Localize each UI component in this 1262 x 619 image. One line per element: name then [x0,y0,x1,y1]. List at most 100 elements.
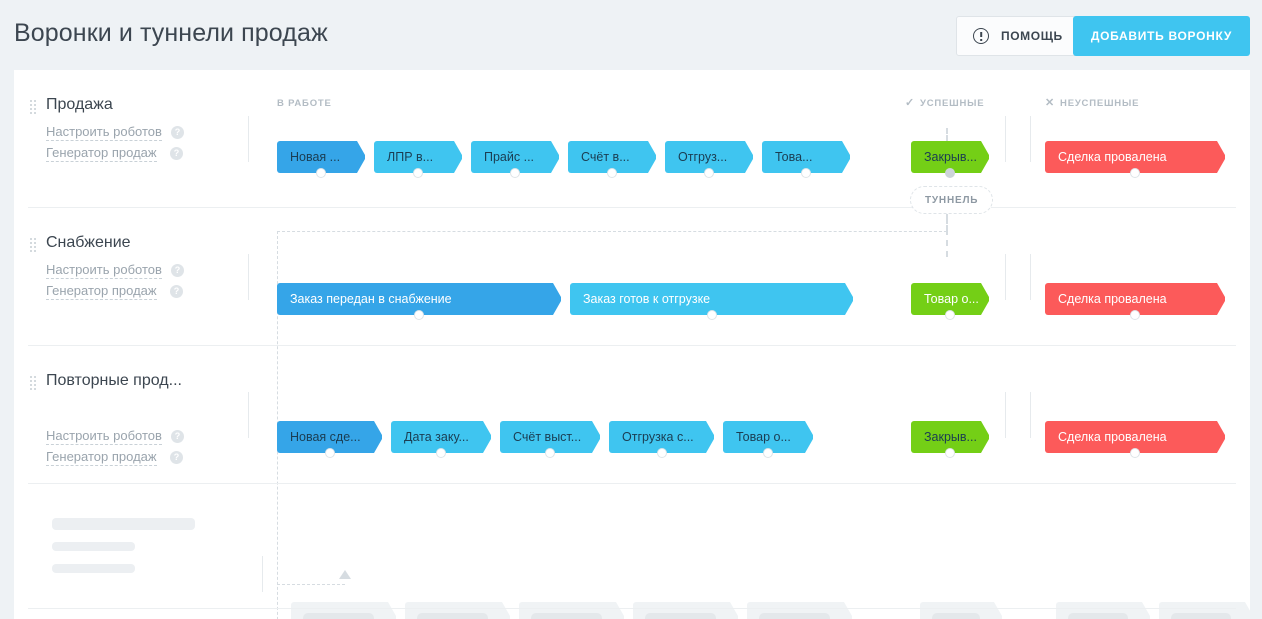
stage-connector-dot[interactable] [316,168,326,178]
stage-body [500,421,589,453]
skeleton-stage-bar [1171,613,1231,619]
stage-chip[interactable]: Заказ готов к отгрузке [570,283,853,320]
link-generator[interactable]: Генератор продаж [46,283,157,300]
drag-handle-icon[interactable] [30,100,37,114]
stage-label: Счёт выст... [513,430,582,444]
drag-handle-icon[interactable] [30,376,37,390]
skeleton-stage-bar [417,613,488,619]
stage-label: ЛПР в... [387,150,434,164]
skeleton-stage-chip [1159,602,1250,619]
question-mark-icon[interactable]: ? [170,285,183,298]
cross-icon: ✕ [1045,97,1056,109]
stage-connector-dot[interactable] [545,448,555,458]
stage-label: Закрыв... [924,150,977,164]
link-robots[interactable]: Настроить роботов [46,262,162,279]
skeleton-text-bar [52,542,135,551]
stage-connector-dot[interactable] [1130,168,1140,178]
add-funnel-button[interactable]: ДОБАВИТЬ ВОРОНКУ [1072,16,1250,56]
tunnel-path-horizontal [277,231,947,232]
stage-body [277,283,550,315]
stage-chip[interactable]: Новая ... [277,141,365,178]
stage-label: Новая сде... [290,430,361,444]
stage-label: Закрыв... [924,430,977,444]
stage-chip[interactable]: Сделка провалена [1045,421,1225,458]
question-mark-icon[interactable]: ? [171,264,184,277]
funnel-title[interactable]: Снабжение [46,234,131,251]
stage-chip[interactable]: Сделка провалена [1045,141,1225,178]
add-funnel-button-label: ДОБАВИТЬ ВОРОНКУ [1090,29,1232,43]
column-divider [248,254,249,300]
stage-connector-dot[interactable] [607,168,617,178]
stage-connector-dot[interactable] [656,448,667,458]
stage-connector-dot[interactable] [1130,448,1140,458]
stage-connector-dot[interactable] [704,168,714,178]
stage-connector-dot[interactable] [1130,310,1140,320]
stage-chip[interactable]: Дата заку... [391,421,491,458]
skeleton-stage-chip [920,602,1002,619]
stage-label: Отгруз... [678,150,728,164]
skeleton-text-bar [52,518,195,530]
link-robots[interactable]: Настроить роботов [46,428,162,445]
skeleton-stage-chip [291,602,396,619]
skeleton-stage-bar [1068,613,1128,619]
stage-chip[interactable]: Отгрузка с... [609,421,714,458]
stage-chip[interactable]: Закрыв... [911,141,989,178]
stage-connector-dot[interactable] [801,168,811,178]
stage-connector-dot[interactable] [763,448,773,458]
funnel-title[interactable]: Повторные прод... [46,372,182,389]
stage-chip[interactable]: Товар о... [723,421,813,458]
stage-connector-dot[interactable] [706,310,717,320]
question-mark-icon[interactable]: ? [171,126,184,139]
stage-chip[interactable]: Закрыв... [911,421,989,458]
column-divider [262,556,263,592]
stage-connector-dot[interactable] [510,168,520,178]
stage-connector-dot[interactable] [945,448,955,458]
stage-chip[interactable]: Счёт выст... [500,421,600,458]
stage-body [609,421,703,453]
stage-connector-dot[interactable] [945,310,955,320]
skeleton-stage-bar [932,613,980,619]
drag-handle-icon[interactable] [30,238,37,252]
stage-chip[interactable]: Отгруз... [665,141,753,178]
column-divider [1030,392,1031,438]
stage-chip[interactable]: Товар о... [911,283,989,320]
stage-connector-dot[interactable] [414,310,424,320]
stage-chip[interactable]: Сделка провалена [1045,283,1225,320]
stage-connector-dot[interactable] [436,448,446,458]
question-mark-icon[interactable]: ? [170,451,183,464]
stage-label: Счёт в... [581,150,630,164]
skeleton-stage-bar [531,613,602,619]
link-generator[interactable]: Генератор продаж [46,145,157,162]
question-mark-icon[interactable]: ? [170,147,183,160]
stage-chip[interactable]: Заказ передан в снабжение [277,283,561,320]
stage-body [762,141,839,173]
link-generator[interactable]: Генератор продаж [46,449,157,466]
stage-chip[interactable]: Прайс ... [471,141,559,178]
stage-chip[interactable]: Това... [762,141,850,178]
stage-label: Новая ... [290,150,341,164]
funnel-title[interactable]: Продажа [46,96,113,113]
tunnel-badge[interactable]: ТУННЕЛЬ [910,186,994,214]
help-button[interactable]: ПОМОЩЬ [956,16,1087,56]
stage-connector-dot[interactable] [413,168,423,178]
skeleton-text-bar [52,564,135,573]
stage-label: Прайс ... [484,150,535,164]
row-separator [28,483,1236,484]
question-mark-icon[interactable]: ? [171,430,184,443]
stage-connector-dot[interactable] [945,168,955,178]
column-caption-fail: ✕ НЕУСПЕШНЫЕ [1045,97,1140,110]
stage-label: Товар о... [736,430,791,444]
stage-chip[interactable]: Счёт в... [568,141,656,178]
stage-body [1045,141,1214,173]
stage-chip[interactable]: Новая сде... [277,421,382,458]
skeleton-stage-bar [759,613,830,619]
stage-label: Сделка провалена [1058,430,1167,444]
stage-chip[interactable]: ЛПР в... [374,141,462,178]
stage-connector-dot[interactable] [324,448,335,458]
link-robots[interactable]: Настроить роботов [46,124,162,141]
stage-label: Заказ передан в снабжение [290,292,452,306]
stage-label: Сделка провалена [1058,292,1167,306]
stage-label: Това... [775,150,813,164]
stage-body [277,141,354,173]
